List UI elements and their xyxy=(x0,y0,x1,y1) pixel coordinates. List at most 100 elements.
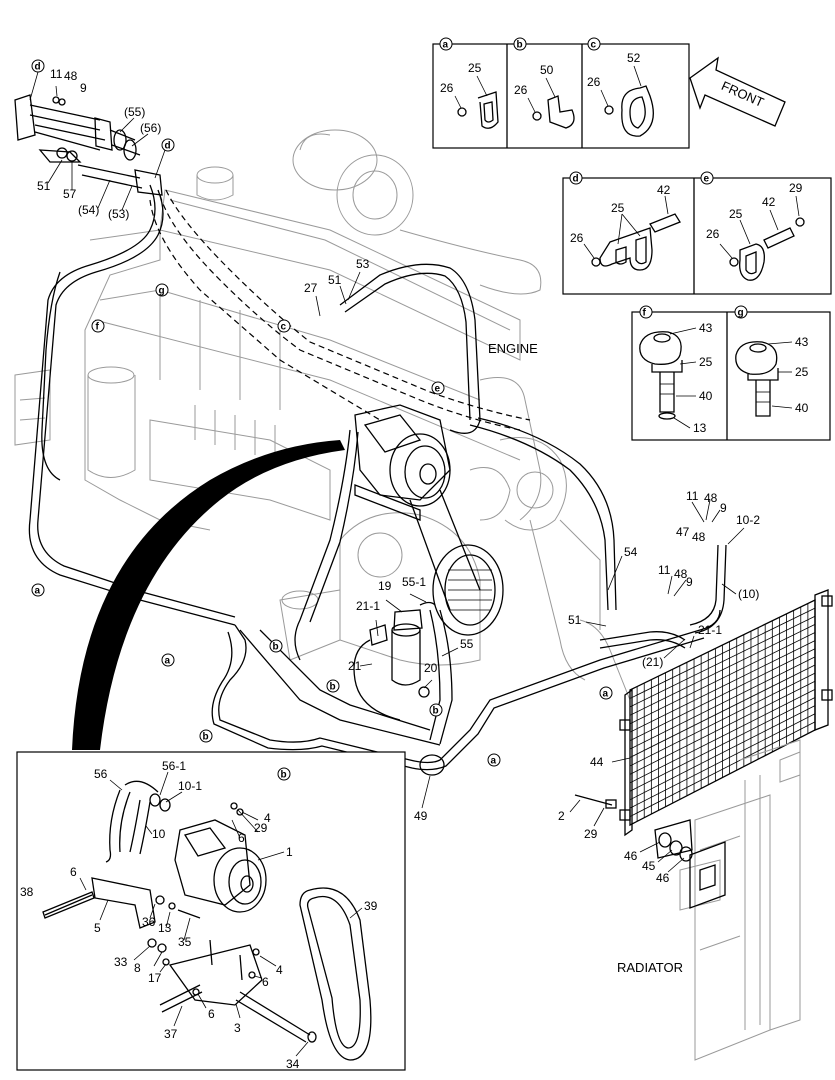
callout-a-2: a xyxy=(165,656,171,667)
detail-indicator-swoosh xyxy=(72,440,345,750)
detail-e-part-29: 29 xyxy=(789,181,803,195)
condenser-tube xyxy=(629,640,816,733)
inset-part-34: 34 xyxy=(286,1057,300,1071)
callout-a-4: a xyxy=(491,756,497,767)
part-48b: 48 xyxy=(704,491,718,505)
inset-part-8: 8 xyxy=(134,961,141,975)
part-19: 19 xyxy=(378,579,392,593)
inset-part-6: 6 xyxy=(238,831,245,845)
part-53: 53 xyxy=(356,257,370,271)
detail-a-part-25: 25 xyxy=(468,61,482,75)
part-51b: 51 xyxy=(328,273,342,287)
inset-part-36: 36 xyxy=(142,915,156,929)
inset-part-10: 10 xyxy=(152,827,166,841)
condenser-tube xyxy=(629,689,816,784)
part-48c: 48 xyxy=(692,530,706,544)
inset-part-6c: 6 xyxy=(262,975,269,989)
part-11: 11 xyxy=(50,67,63,81)
detail-box-fg: f 43 25 40 13 g 43 25 40 xyxy=(631,305,831,441)
radiator xyxy=(574,739,801,1061)
part-57: 57 xyxy=(63,187,77,201)
condenser-tube xyxy=(629,615,816,708)
engine-block xyxy=(14,129,631,701)
detail-d-letter: d xyxy=(573,174,579,185)
part-45: 45 xyxy=(642,859,656,873)
inset-part-6d: 6 xyxy=(208,1007,215,1021)
part-9c: 9 xyxy=(686,575,693,589)
main-labels: ENGINE RADIATOR 11 48 9 (55) (56) 51 57 … xyxy=(20,67,760,1071)
part-21: 21 xyxy=(348,659,362,673)
detail-f-part-13: 13 xyxy=(693,421,707,435)
inset-part-10-1: 10-1 xyxy=(178,779,202,793)
detail-box-abc: a 25 26 b 50 26 c 52 26 xyxy=(432,37,690,149)
inset-part-29: 29 xyxy=(254,821,268,835)
part-48d: 48 xyxy=(674,567,688,581)
detail-c-letter: c xyxy=(591,40,597,51)
inset-part-4: 4 xyxy=(264,811,271,825)
callout-b-4: b xyxy=(203,732,209,743)
part-56p: (56) xyxy=(140,121,161,135)
detail-d-part-42: 42 xyxy=(657,183,671,197)
part-11c: 11 xyxy=(658,563,671,577)
callout-b-3: b xyxy=(433,706,439,717)
inset-part-5: 5 xyxy=(94,921,101,935)
inset-part-17: 17 xyxy=(148,971,162,985)
detail-f-part-40: 40 xyxy=(699,389,713,403)
receiver-dryer xyxy=(369,601,436,698)
part-55p: (55) xyxy=(124,105,145,119)
detail-c-part-26: 26 xyxy=(587,75,601,89)
part-11b: 11 xyxy=(686,489,699,503)
part-53p: (53) xyxy=(108,207,129,221)
condenser-tube xyxy=(629,607,816,699)
inset-part-38: 38 xyxy=(20,885,34,899)
callout-g-1: g xyxy=(159,286,165,297)
inset-part-1: 1 xyxy=(286,845,293,859)
leader-lines xyxy=(29,71,745,1057)
part-27: 27 xyxy=(304,281,318,295)
part-2: 2 xyxy=(558,809,565,823)
inset-part-37: 37 xyxy=(164,1027,178,1041)
condenser-tube xyxy=(629,697,816,792)
detail-e-part-25: 25 xyxy=(729,207,743,221)
inset-part-39: 39 xyxy=(364,899,378,913)
condenser-tube xyxy=(629,721,816,817)
detail-f-part-43: 43 xyxy=(699,321,713,335)
callout-e-1: e xyxy=(435,384,441,395)
detail-a-letter: a xyxy=(443,40,449,51)
part-47: 47 xyxy=(676,525,690,539)
part-10-2: 10-2 xyxy=(736,513,760,527)
detail-e-part-42: 42 xyxy=(762,195,776,209)
part-21p: (21) xyxy=(642,655,663,669)
condenser-tube xyxy=(629,680,816,775)
callout-d-2: d xyxy=(165,141,171,152)
part-51c: 51 xyxy=(568,613,582,627)
part-21-1b: 21-1 xyxy=(698,623,722,637)
front-arrow: FRONT xyxy=(689,56,786,127)
detail-box-de: d 42 25 26 e 29 42 25 26 xyxy=(562,171,832,295)
part-54p: (54) xyxy=(78,203,99,217)
part-10p: (10) xyxy=(738,587,759,601)
callout-a-3: a xyxy=(603,689,609,700)
part-49: 49 xyxy=(414,809,428,823)
inset-part-56: 56 xyxy=(94,767,108,781)
compressor-inset xyxy=(16,751,406,1071)
callout-f-1: f xyxy=(96,322,100,333)
inset-part-4b: 4 xyxy=(276,963,283,977)
condenser-tube xyxy=(629,713,816,809)
detail-e-letter: e xyxy=(704,174,710,185)
callout-a-1: a xyxy=(35,586,41,597)
inset-part-13: 13 xyxy=(158,921,172,935)
part-9b: 9 xyxy=(720,501,727,515)
part-55-1: 55-1 xyxy=(402,575,426,589)
engine-label: ENGINE xyxy=(488,341,538,356)
detail-f-part-25: 25 xyxy=(699,355,713,369)
hose-lines xyxy=(28,184,727,776)
condenser-tube xyxy=(629,648,816,741)
callout-b-2: b xyxy=(330,682,336,693)
inset-part-56-1: 56-1 xyxy=(162,759,186,773)
detail-b-part-26: 26 xyxy=(514,83,528,97)
part-21-1: 21-1 xyxy=(356,599,380,613)
callout-b-1: b xyxy=(273,642,279,653)
condenser-tube xyxy=(629,664,816,758)
